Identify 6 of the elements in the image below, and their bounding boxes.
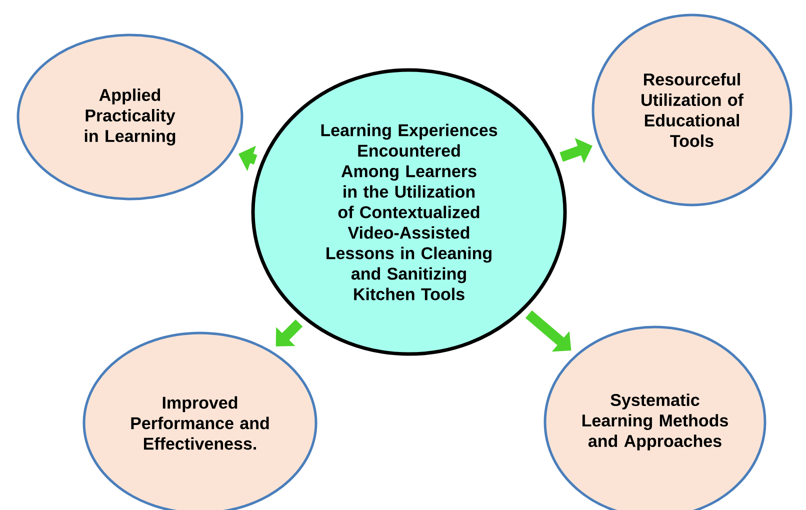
- arrow: [276, 319, 303, 346]
- ellipse-node: Resourceful Utilization of Educational Tools: [592, 14, 792, 206]
- ellipse-node: Applied Practicality in Learning: [16, 34, 244, 200]
- ellipse-node: Improved Performance and Effectiveness.: [82, 332, 318, 510]
- ellipse-node: Learning Experiences Encountered Among Learners in the Utilization of Contextualized Video-Assisted Lessons in Cleaning and Sanitizing Kitchen Tools: [251, 68, 567, 356]
- ellipse-node: Systematic Learning Methods and Approaches: [544, 326, 766, 510]
